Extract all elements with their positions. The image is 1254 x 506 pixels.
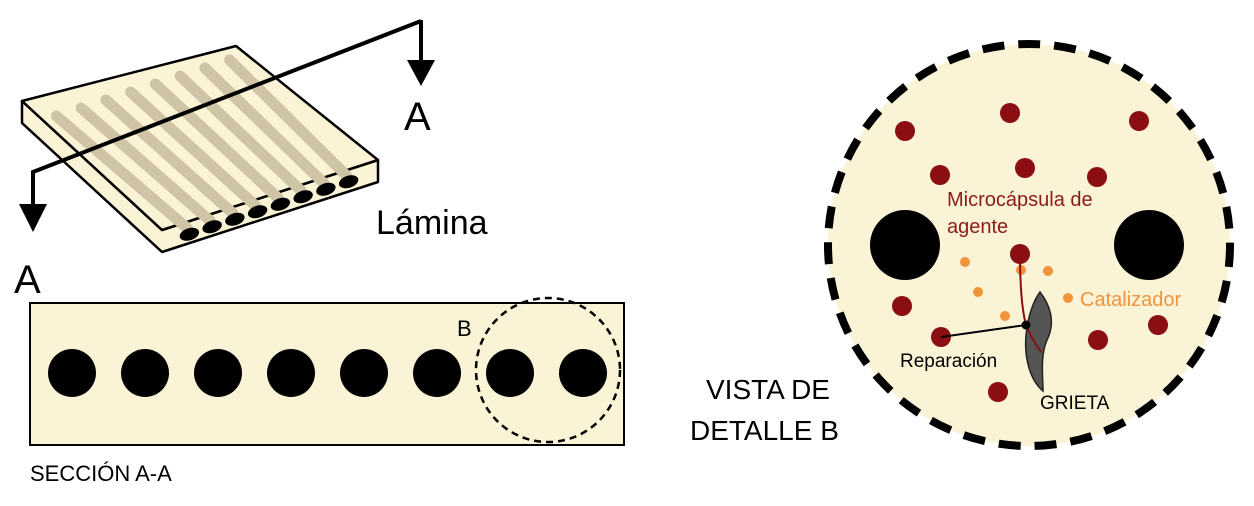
section-fiber [267,349,315,397]
crack [1024,290,1053,393]
detail-view-b: Microcápsula de agente Catalizador Repar… [690,40,1234,450]
crack-label: GRIETA [1040,393,1110,414]
section-arrow-bottom [19,204,47,232]
section-matrix [29,302,625,446]
microcapsule [1000,103,1020,123]
microcapsule [1015,158,1035,178]
detail-fiber-left [870,210,940,280]
section-arrow-top [407,60,435,86]
section-fiber [413,349,461,397]
microcapsule [930,165,950,185]
repair-point [1021,320,1031,330]
microcapsule [1148,315,1168,335]
lamina-fiber-end [247,205,268,219]
microcapsule [1129,111,1149,131]
lamina-stripe [149,78,284,204]
lamina-fiber-end [179,227,200,241]
microcapsule-label-line2: agente [947,216,1008,238]
microcapsules [892,103,1168,402]
lamina-stripe [224,54,353,182]
section-fibers [48,349,607,397]
section-fiber [48,349,96,397]
lamina-stripe [199,62,330,189]
lamina-fiber-end [225,212,245,226]
lamina-stripe [100,94,239,219]
microcapsule [895,121,915,141]
lamina-fiber-stripes [50,54,353,234]
detail-b-outline [474,296,622,444]
detail-marker-label: B [457,316,472,341]
catalyst-particle [1063,293,1073,303]
lamina-fiber-end [338,175,359,189]
lamina-label: Lámina [376,204,488,242]
section-fiber [486,349,534,397]
catalyst-particle [960,257,970,267]
microcapsule [988,382,1008,402]
microcapsule [1088,330,1108,350]
lamina-stripe [50,110,193,234]
repair-label: Reparación [900,351,997,372]
section-fiber [559,349,607,397]
lamina-3d-view: A A Lámina [14,19,488,302]
section-fiber [194,349,242,397]
lamina-stripe [75,102,216,227]
catalyst-particle [973,287,983,297]
microcapsule [892,296,912,316]
lamina-fiber-end [202,220,222,234]
lamina-stripe [174,70,307,197]
detail-view-title-line2: DETALLE B [690,415,839,446]
lamina-fiber-end [293,190,313,204]
section-marker-bottom: A [14,258,41,302]
catalyst-particle [1000,311,1010,321]
section-a-a-view: B SECCIÓN A-A [29,296,625,486]
microcapsule [1087,167,1107,187]
detail-fiber-right [1114,210,1184,280]
detail-view-title-line1: VISTA DE [706,374,830,405]
lamina-fiber-end [270,197,291,211]
section-marker-top: A [404,95,431,139]
lamina-stripe [125,86,262,212]
catalyst-particle [1043,266,1053,276]
catalyst-particles [960,257,1073,321]
microcapsule-label-line1: Microcápsula de [947,189,1093,211]
catalyst-label: Catalizador [1080,289,1182,311]
lamina-fiber-end [316,182,336,196]
section-title: SECCIÓN A-A [30,461,172,486]
section-fiber [121,349,169,397]
section-fiber [340,349,388,397]
detail-matrix [824,40,1234,450]
repair-pointer-line [940,324,1027,338]
lamina-fiber-ends [179,175,359,241]
